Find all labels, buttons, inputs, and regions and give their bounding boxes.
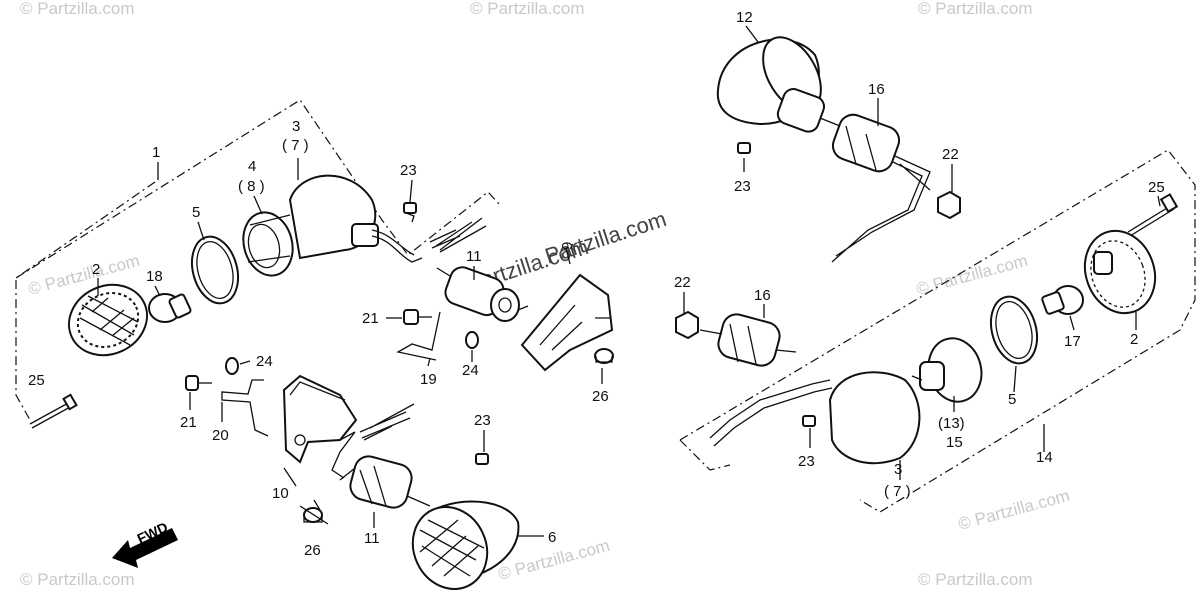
callout-24: 24 bbox=[256, 353, 273, 370]
lamp-part-6 bbox=[411, 500, 520, 590]
callout-19: 19 bbox=[420, 371, 437, 388]
callout-1: 1 bbox=[152, 144, 160, 161]
callout-7: ( 7 ) bbox=[884, 483, 911, 500]
callout-23: 23 bbox=[400, 162, 417, 179]
callout-11: 11 bbox=[466, 248, 482, 265]
bulb-part-18 bbox=[148, 293, 192, 323]
callout-2: 2 bbox=[92, 261, 100, 278]
socket-part-13 bbox=[911, 337, 983, 403]
nut-part-22a bbox=[937, 190, 961, 220]
nut-part-22b bbox=[675, 310, 699, 340]
bolt-part-21a bbox=[403, 309, 432, 325]
callout-18: 18 bbox=[146, 268, 163, 285]
assembly-1-boundary-top bbox=[15, 99, 501, 279]
bolt-part-21b bbox=[185, 375, 212, 391]
nut-part-23a bbox=[403, 202, 417, 223]
callout-8: ( 8 ) bbox=[238, 178, 265, 195]
ring-inner-b bbox=[995, 300, 1033, 360]
watermark: © Partzilla.com bbox=[918, 570, 1033, 589]
lamp-part-12 bbox=[716, 36, 841, 133]
watermark: © Partzilla.com bbox=[470, 0, 585, 18]
bracket-part-10 bbox=[282, 374, 358, 464]
watermark: © Partzilla.com bbox=[20, 570, 135, 589]
housing-part-3b bbox=[709, 371, 921, 465]
wire-bundle bbox=[359, 403, 415, 441]
screw-part-25b bbox=[1127, 193, 1179, 237]
callout-16: 16 bbox=[754, 287, 771, 304]
watermark: © Partzilla.com bbox=[20, 0, 135, 18]
callout-23: 23 bbox=[734, 178, 751, 195]
callout-11: 11 bbox=[364, 530, 380, 547]
callout-17: 17 bbox=[1064, 333, 1081, 350]
watermark: © Partzilla.com bbox=[914, 251, 1030, 299]
nut-part-23b bbox=[475, 453, 489, 465]
callout-3: 3 bbox=[292, 118, 300, 135]
watermark-center: Partzilla.com bbox=[542, 206, 669, 269]
callout-2: 2 bbox=[1130, 331, 1138, 348]
callout-20: 20 bbox=[212, 427, 229, 444]
callout-26: 26 bbox=[304, 542, 321, 559]
assembly-14-boundary bbox=[679, 149, 1196, 513]
leader-lines bbox=[97, 25, 1161, 537]
callout-24: 24 bbox=[462, 362, 479, 379]
relay-part-11b bbox=[331, 431, 431, 509]
nut-part-23c bbox=[737, 142, 751, 154]
relay-part-16a bbox=[831, 113, 931, 263]
watermark-group: © Partzilla.com © Partzilla.com © Partzi… bbox=[20, 0, 1072, 589]
callout-10: 10 bbox=[272, 485, 289, 502]
callout-4: 4 bbox=[248, 158, 256, 175]
cap-part-24b bbox=[225, 357, 239, 375]
lens-part-2b bbox=[1083, 229, 1157, 315]
cap-part-24a bbox=[465, 331, 479, 349]
bracket-part-9 bbox=[520, 273, 614, 372]
callout-5: 5 bbox=[1008, 391, 1016, 408]
clamp-part-19 bbox=[396, 311, 441, 361]
callout-14: 14 bbox=[1036, 449, 1053, 466]
callout-21: 21 bbox=[362, 310, 379, 327]
bulb-part-17 bbox=[1041, 285, 1084, 315]
screw-part-25a bbox=[29, 393, 78, 429]
callout-23: 23 bbox=[474, 412, 491, 429]
callout-25: 25 bbox=[28, 372, 45, 389]
socket-part-4 bbox=[242, 211, 294, 277]
grommet-part-26a bbox=[594, 348, 614, 364]
callouts: 1 2 3 ( 7 ) 4 ( 8 ) 5 18 25 23 11 9 21 2… bbox=[28, 9, 1165, 559]
ring-inner bbox=[196, 240, 234, 300]
callout-22: 22 bbox=[942, 146, 959, 163]
callout-3: 3 bbox=[894, 461, 902, 478]
callout-15: 15 bbox=[946, 434, 963, 451]
housing-part-3 bbox=[288, 174, 487, 263]
callout-21: 21 bbox=[180, 414, 197, 431]
assembly-14-boundary-left bbox=[679, 439, 731, 471]
callout-16: 16 bbox=[868, 81, 885, 98]
watermark: © Partzilla.com bbox=[956, 486, 1072, 534]
callout-13: (13) bbox=[938, 415, 965, 432]
relay-part-11a bbox=[436, 266, 529, 322]
callout-6: 6 bbox=[548, 529, 556, 546]
lens-part-2 bbox=[68, 283, 148, 357]
callout-12: 12 bbox=[736, 9, 753, 26]
nut-part-23d bbox=[802, 415, 816, 427]
callout-7: ( 7 ) bbox=[282, 137, 309, 154]
watermark: © Partzilla.com bbox=[918, 0, 1033, 18]
relay-part-16b bbox=[699, 313, 797, 367]
callout-23: 23 bbox=[798, 453, 815, 470]
assembly-1-boundary bbox=[15, 181, 156, 421]
callout-22: 22 bbox=[674, 274, 691, 291]
callout-5: 5 bbox=[192, 204, 200, 221]
clamp-part-20 bbox=[221, 379, 269, 437]
callout-26: 26 bbox=[592, 388, 609, 405]
callout-25: 25 bbox=[1148, 179, 1165, 196]
fwd-arrow: FWD bbox=[112, 519, 178, 568]
callout-9: 9 bbox=[559, 242, 576, 250]
